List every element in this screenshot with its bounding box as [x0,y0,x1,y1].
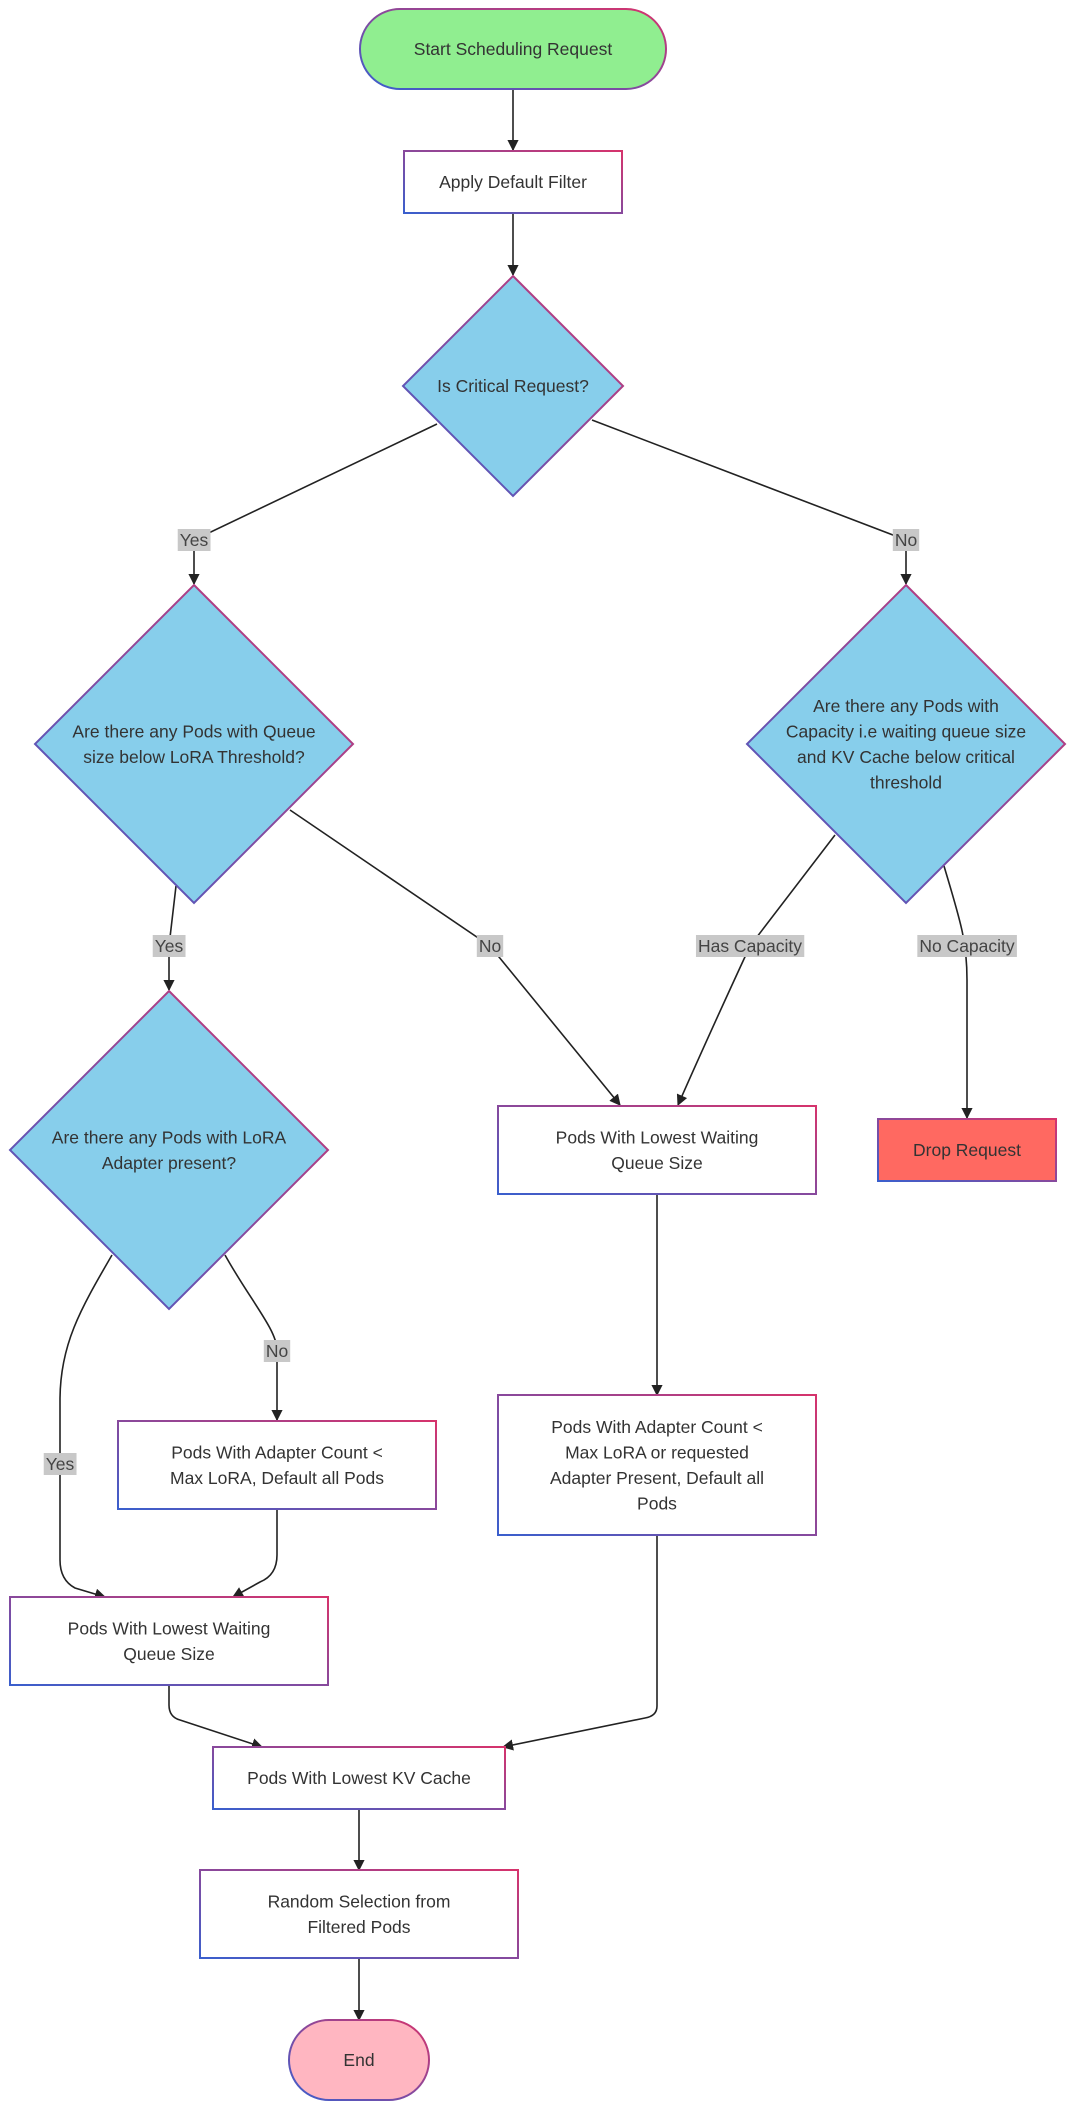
edge-label-adapter-yes: Yes [43,1453,77,1475]
lowest-kv-box [212,1746,506,1810]
edge-wait-left-to-kv [168,1685,264,1750]
adapter-count-left-box [117,1420,437,1510]
end-pill [288,2019,430,2101]
adapter-count-right-label-line-2: Max LoRA or requested [565,1442,749,1462]
edge-label-has-capacity: Has Capacity [695,935,805,957]
lowest-wait-left-label-line-1: Pods With Lowest Waiting [68,1618,271,1638]
edge-label-bg-threshold-no [476,935,504,957]
random-label-line-2: Filtered Pods [307,1917,410,1937]
lowest-wait-left-box [9,1596,329,1686]
edge-adapter-count-left-to-wait [232,1509,278,1598]
lowest-wait-mid-label-line-1: Pods With Lowest Waiting [556,1127,759,1147]
edge-label-adapter-no: No [263,1340,291,1362]
lora-threshold-label-line-1: Are there any Pods with Queue [72,721,315,741]
node-lowest-kv: Pods With Lowest KV Cache [212,1746,506,1810]
edge-label-text-adapter-yes: Yes [46,1454,75,1474]
lowest-wait-mid-box [497,1105,817,1195]
critical-label-line-1: Is Critical Request? [437,376,589,396]
edge-label-text-threshold-yes: Yes [155,936,184,956]
capacity-label-line-1: Are there any Pods with [813,696,999,716]
edge-label-bg-critical-yes [177,529,211,551]
adapter-count-right-label-line-1: Pods With Adapter Count < [551,1417,763,1437]
random-label-line-1: Random Selection from [268,1891,451,1911]
edge-label-bg-critical-no [892,529,920,551]
start-label-line-1: Start Scheduling Request [414,39,613,59]
edge-label-text-critical-yes: Yes [180,530,209,550]
edge-label-text-critical-no: No [895,530,917,550]
drop-box [877,1118,1057,1182]
start-pill [359,8,667,90]
edge-label-text-threshold-no: No [479,936,501,956]
edge-adapter-yes [59,1254,113,1600]
adapter-count-right-label-line-3: Adapter Present, Default all [550,1468,764,1488]
edge-label-no-capacity: No Capacity [917,935,1017,957]
lowest-kv-label-line-1: Pods With Lowest KV Cache [247,1768,471,1788]
adapter-count-right-label-line-4: Pods [637,1493,677,1513]
random-box [199,1869,519,1959]
node-lora-threshold: Are there any Pods with Queue size below … [33,583,355,905]
edge-label-bg-has-capacity [695,935,805,957]
node-start: Start Scheduling Request [359,8,667,90]
end-label-line-1: End [343,2050,374,2070]
adapter-count-left-label-line-1: Pods With Adapter Count < [171,1442,383,1462]
edge-adapter-no [224,1254,283,1422]
capacity-label-line-3: and KV Cache below critical [797,747,1015,767]
node-default-filter: Apply Default Filter [403,150,623,214]
edge-adapter-count-right-to-kv [501,1535,658,1751]
node-adapter-count-right: Pods With Adapter Count < Max LoRA or req… [497,1394,817,1536]
edge-critical-yes [188,423,438,586]
edge-critical-no [591,419,912,586]
edge-label-bg-no-capacity [917,935,1017,957]
lora-adapter-diamond [8,989,330,1311]
lora-threshold-label-line-2: size below LoRA Threshold? [83,747,305,767]
capacity-diamond [745,583,1067,905]
lora-threshold-diamond [33,583,355,905]
drop-label-line-1: Drop Request [913,1140,1021,1160]
edge-label-critical-no: No [892,529,920,551]
node-critical: Is Critical Request? [401,274,625,498]
node-lora-adapter: Are there any Pods with LoRA Adapter pres… [8,989,330,1311]
default-filter-label-line-1: Apply Default Filter [439,172,587,192]
edge-threshold-no [289,809,621,1106]
adapter-count-right-box [497,1394,817,1536]
lowest-wait-mid-label-line-2: Queue Size [611,1153,702,1173]
node-adapter-count-left: Pods With Adapter Count < Max LoRA, Defau… [117,1420,437,1510]
edge-label-bg-threshold-yes [152,935,186,957]
edge-has-capacity [676,834,836,1107]
edge-label-text-has-capacity: Has Capacity [698,936,802,956]
capacity-label-line-4: threshold [870,772,942,792]
lowest-wait-left-label-line-2: Queue Size [123,1644,214,1664]
edge-label-text-no-capacity: No Capacity [919,936,1015,956]
default-filter-box [403,150,623,214]
capacity-label-line-2: Capacity i.e waiting queue size [786,721,1026,741]
edge-label-threshold-no: No [476,935,504,957]
edge-label-critical-yes: Yes [177,529,211,551]
node-drop: Drop Request [877,1118,1057,1182]
critical-diamond [401,274,625,498]
edge-label-bg-adapter-no [263,1340,291,1362]
node-end: End [288,2019,430,2101]
edge-label-text-adapter-no: No [266,1341,288,1361]
edge-no-capacity [943,865,973,1120]
lora-adapter-label-line-1: Are there any Pods with LoRA [52,1127,287,1147]
edge-label-threshold-yes: Yes [152,935,186,957]
edge-label-bg-adapter-yes [43,1453,77,1475]
adapter-count-left-label-line-2: Max LoRA, Default all Pods [170,1468,384,1488]
lora-adapter-label-line-2: Adapter present? [102,1153,237,1173]
